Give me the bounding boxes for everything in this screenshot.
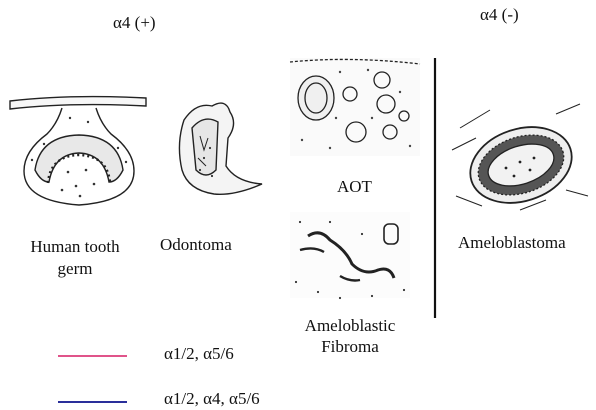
label-aot: AOT [337, 176, 372, 198]
legend-label-pink: α1/2, α5/6 [164, 343, 234, 365]
header-alpha4-positive: α4 (+) [113, 12, 156, 34]
ameloblastic-fibroma-drawing [290, 212, 410, 299]
odontoma-drawing [179, 103, 262, 194]
label-ameloblastic-line2: Fibroma [290, 336, 410, 358]
legend-label-blue: α1/2, α4, α5/6 [164, 388, 260, 410]
label-ameloblastic-line1: Ameloblastic [290, 315, 410, 337]
label-ameloblastoma: Ameloblastoma [458, 232, 566, 254]
label-odontoma: Odontoma [160, 234, 232, 256]
label-human-tooth-germ-line1: Human tooth [0, 236, 150, 258]
header-alpha4-negative: α4 (-) [480, 4, 519, 26]
aot-drawing [290, 58, 420, 156]
ameloblastoma-drawing [452, 104, 588, 215]
human-tooth-germ-drawing [10, 97, 146, 205]
label-human-tooth-germ-line2: germ [0, 258, 150, 280]
